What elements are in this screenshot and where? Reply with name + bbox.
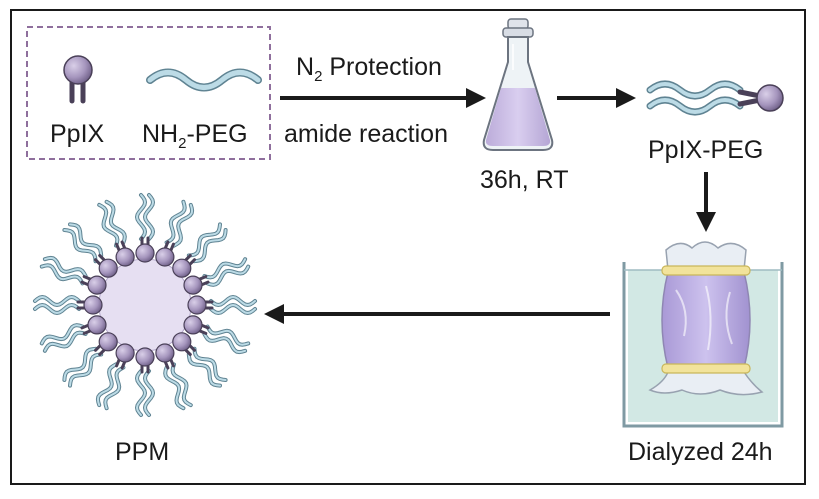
micelle-peg-tail-highlight	[63, 347, 97, 381]
micelle-peg-tail-highlight	[143, 370, 155, 416]
peg-strand-icon	[146, 68, 262, 92]
micelle-peg-tail-highlight	[40, 264, 84, 285]
micelle-ppix-head	[115, 343, 135, 363]
micelle-peg-tail-highlight	[135, 370, 147, 416]
micelle-ppix-head	[172, 258, 192, 278]
ppix-label: PpIX	[50, 120, 105, 148]
micelle-ppix-head	[187, 295, 207, 315]
micelle-peg-tail-highlight	[210, 303, 256, 315]
micelle-ppix-head	[135, 243, 155, 263]
reagent-box	[26, 26, 271, 160]
micelle-peg-tail-highlight	[43, 331, 87, 352]
micelle-ppix-head	[87, 275, 107, 295]
micelle-peg-tail-highlight	[69, 353, 103, 387]
micelle-peg-tail-highlight	[34, 295, 80, 307]
ppix-molecule-icon	[63, 55, 93, 104]
diagram-frame	[10, 9, 806, 485]
micelle-peg-tail-highlight	[143, 194, 155, 240]
micelle-peg-tail-highlight	[104, 366, 125, 410]
micelle-ppix-head	[83, 295, 103, 315]
micelle-peg-tail-highlight	[63, 229, 97, 263]
micelle-peg-tail-highlight	[164, 366, 185, 410]
micelle-peg-tail-highlight	[69, 223, 103, 257]
micelle-peg-tail-highlight	[187, 223, 221, 257]
ppix-peg-label: PpIX-PEG	[648, 136, 763, 164]
condition-label: 36h, RT	[480, 166, 568, 194]
flask-icon	[482, 18, 554, 151]
micelle-peg-tail-highlight	[203, 333, 247, 354]
micelle-ppix-head	[135, 347, 155, 367]
ppm-label: PPM	[115, 438, 169, 466]
micelle-peg-tail-highlight	[96, 363, 117, 407]
ppix-peg-conjugate-icon	[646, 80, 784, 116]
n2-protection-label: N2 Protection	[296, 53, 442, 85]
micelle-ppix-head	[115, 247, 135, 267]
micelle-peg-tail-highlight	[173, 203, 194, 247]
micelle-peg-tail-highlight	[206, 265, 250, 286]
micelle-peg-tail-highlight	[165, 200, 186, 244]
micelle-ppix-head	[155, 343, 175, 363]
micelle-icon	[33, 193, 257, 417]
micelle-peg-tail-highlight	[187, 353, 221, 387]
micelle-peg-tail-highlight	[210, 295, 256, 307]
amide-reaction-label: amide reaction	[284, 120, 448, 148]
micelle-peg-tail-highlight	[135, 194, 147, 240]
micelle-ppix-head	[183, 275, 203, 295]
micelle-peg-tail-highlight	[98, 203, 119, 247]
micelle-peg-tail-highlight	[34, 303, 80, 315]
micelle-peg-tail-highlight	[193, 229, 227, 263]
micelle-ppix-head	[155, 247, 175, 267]
micelle-ppix-head	[87, 315, 107, 335]
micelle-peg-tail-highlight	[206, 325, 250, 346]
micelle-peg-tail-highlight	[193, 347, 227, 381]
micelle-ppix-head	[172, 332, 192, 352]
micelle-ppix-head	[183, 315, 203, 335]
nh2-peg-label: NH2-PEG	[142, 120, 248, 152]
micelle-ppix-head	[98, 258, 118, 278]
micelle-peg-tail-highlight	[171, 363, 192, 407]
dialysis-beaker-icon	[622, 241, 784, 428]
micelle-peg-tail-highlight	[105, 200, 126, 244]
micelle-peg-tail-highlight	[43, 256, 87, 277]
micelle-peg-tail-highlight	[203, 258, 247, 279]
micelle-ppix-head	[98, 332, 118, 352]
dialyzed-label: Dialyzed 24h	[628, 438, 773, 466]
micelle-peg-tail-highlight	[40, 324, 84, 345]
